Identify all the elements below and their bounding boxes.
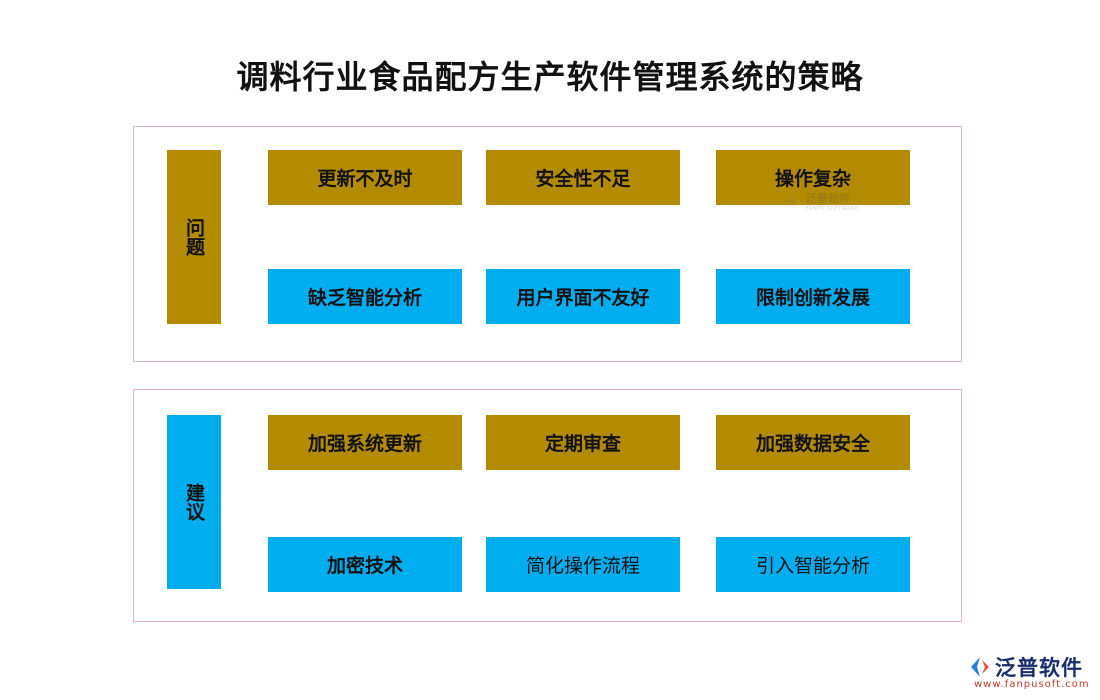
logo-name: 泛普软件 bbox=[995, 656, 1083, 680]
suggestion-item: 加密技术 bbox=[268, 537, 462, 592]
problem-item: 安全性不足 bbox=[486, 150, 680, 205]
suggestion-item: 加强系统更新 bbox=[268, 415, 462, 470]
suggestion-item: 定期审查 bbox=[486, 415, 680, 470]
watermark: 泛普软件 FANPU SOFTWARE bbox=[785, 190, 859, 212]
problem-item: 缺乏智能分析 bbox=[268, 269, 462, 324]
suggestion-item: 加强数据安全 bbox=[716, 415, 910, 470]
page-title: 调料行业食品配方生产软件管理系统的策略 bbox=[236, 58, 864, 96]
suggestions-panel: 建议 加强系统更新 定期审查 加强数据安全 加密技术 简化操作流程 引入智能分析 bbox=[133, 389, 962, 622]
suggestion-item: 引入智能分析 bbox=[716, 537, 910, 592]
watermark-sub: FANPU SOFTWARE bbox=[806, 206, 859, 212]
problem-item: 更新不及时 bbox=[268, 150, 462, 205]
fanpu-watermark-icon bbox=[787, 193, 801, 209]
problem-item: 操作复杂 bbox=[716, 150, 910, 205]
fanpu-logo-icon bbox=[971, 657, 989, 677]
problem-item: 限制创新发展 bbox=[716, 269, 910, 324]
fanpu-logo: 泛普软件 www.fanpusoft.com bbox=[968, 652, 1089, 690]
problems-label: 问题 bbox=[167, 150, 221, 324]
logo-url: www.fanpusoft.com bbox=[974, 679, 1090, 690]
suggestions-label: 建议 bbox=[167, 415, 221, 589]
problems-panel: 问题 更新不及时 安全性不足 操作复杂 缺乏智能分析 用户界面不友好 限制创新发… bbox=[133, 126, 962, 362]
suggestion-item: 简化操作流程 bbox=[486, 537, 680, 592]
problem-item: 用户界面不友好 bbox=[486, 269, 680, 324]
watermark-name: 泛普软件 bbox=[806, 192, 850, 205]
